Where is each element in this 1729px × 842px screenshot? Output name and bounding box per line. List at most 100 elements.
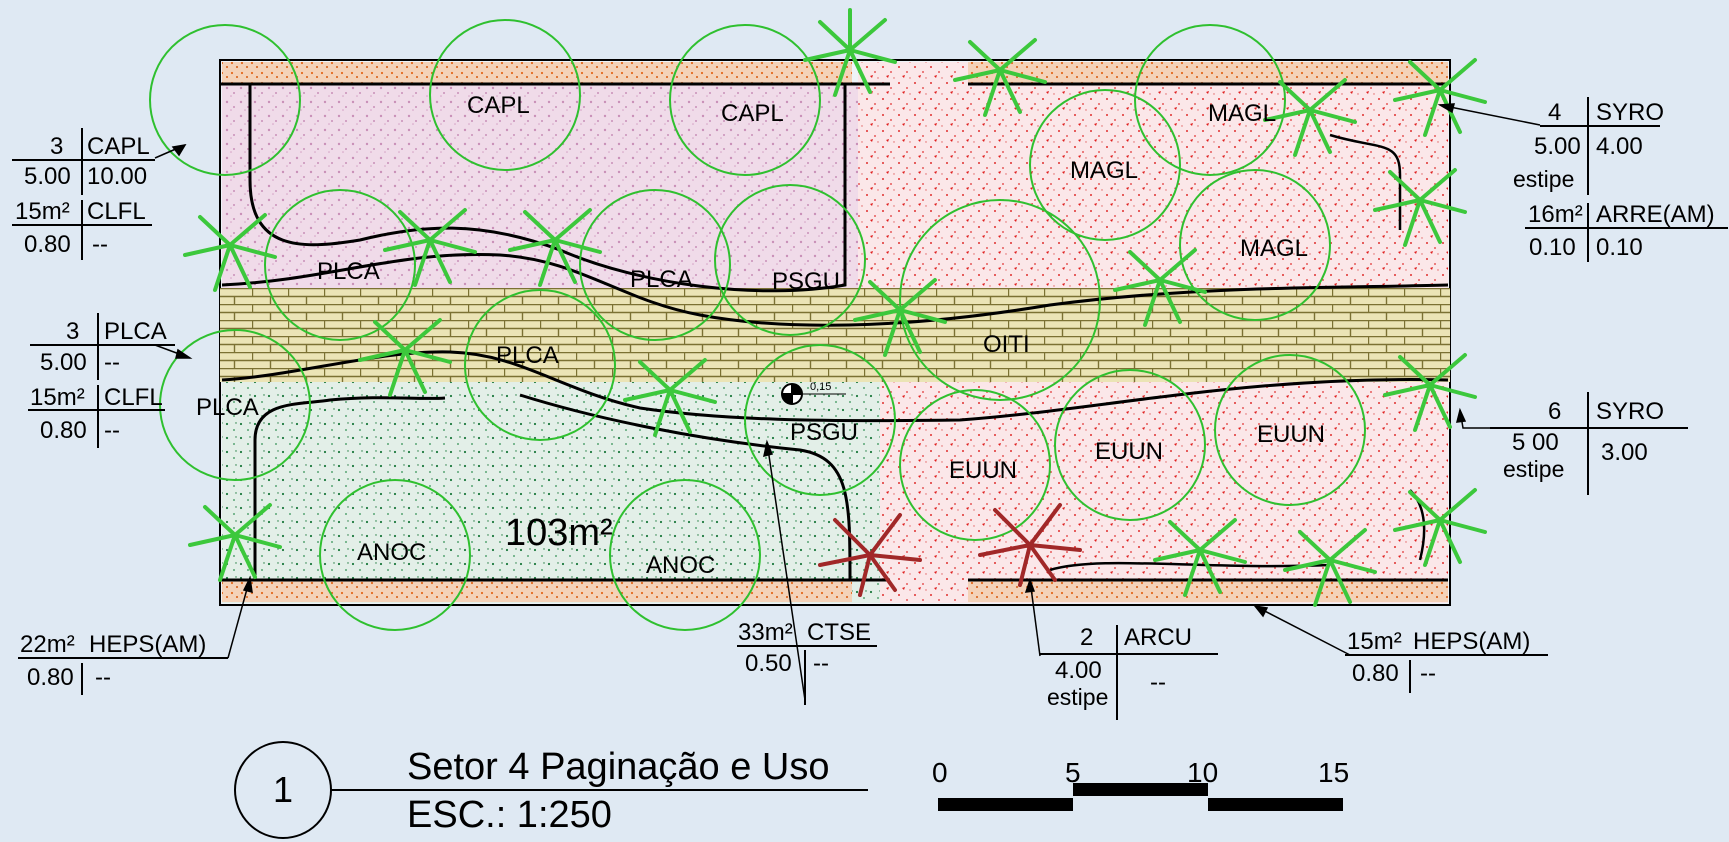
svg-text:--: -- (1420, 660, 1436, 687)
drawing-scale: ESC.: 1:250 (407, 794, 612, 836)
plant-label: MAGL (1240, 235, 1308, 262)
svg-text:5.00: 5.00 (40, 349, 87, 376)
svg-text:PLCA: PLCA (104, 318, 167, 345)
scale-bar: 0 5 10 15 (932, 757, 1349, 811)
plant-label: PSGU (790, 419, 858, 446)
plant-label: ANOC (646, 552, 715, 579)
plant-tag-arcu: 2 ARCU 4.00 estipe -- (1040, 624, 1218, 720)
svg-text:2: 2 (1080, 624, 1093, 651)
plant-tag-syro-right: 6 SYRO 5 00 estipe 3.00 (1490, 392, 1688, 495)
scale-tick-10: 10 (1187, 757, 1218, 788)
plant-label: PLCA (496, 342, 559, 369)
plant-label: EUUN (949, 457, 1017, 484)
plant-label: PLCA (630, 266, 693, 293)
ground-pink-area (222, 82, 858, 300)
svg-text:15m²: 15m² (1347, 628, 1402, 655)
svg-text:4: 4 (1548, 99, 1561, 126)
palm-symbols (183, 8, 1487, 607)
svg-text:0.50: 0.50 (745, 650, 792, 677)
svg-text:22m²: 22m² (20, 631, 75, 658)
svg-text:--: -- (92, 231, 108, 258)
svg-text:0.80: 0.80 (40, 417, 87, 444)
svg-text:5.00: 5.00 (24, 163, 71, 190)
svg-text:HEPS(AM): HEPS(AM) (1413, 628, 1530, 655)
svg-text:HEPS(AM): HEPS(AM) (89, 631, 206, 658)
plant-label: MAGL (1208, 100, 1276, 127)
svg-text:ARRE(AM): ARRE(AM) (1596, 201, 1715, 228)
svg-text:3.00: 3.00 (1601, 439, 1648, 466)
drawing-number: 1 (273, 769, 293, 810)
groundcover-tag-heps-right: 15m² HEPS(AM) 0.80 -- (1345, 628, 1548, 693)
svg-text:10.00: 10.00 (87, 163, 147, 190)
svg-text:6: 6 (1548, 398, 1561, 425)
plant-tag-plca: 3 PLCA 5.00 -- 15m² CLFL 0.80 -- (28, 313, 175, 448)
scale-tick-0: 0 (932, 757, 948, 788)
svg-text:estipe: estipe (1503, 456, 1564, 482)
paving-curve-bottom (221, 350, 1449, 423)
svg-text:--: -- (95, 664, 111, 691)
plant-label: CAPL (721, 100, 784, 127)
plant-label: PLCA (196, 394, 259, 421)
svg-text:0.80: 0.80 (1352, 660, 1399, 687)
plant-tag-capl: 3 CAPL 5.00 10.00 15m² CLFL 0.80 -- (12, 128, 155, 260)
svg-text:estipe: estipe (1513, 166, 1574, 192)
border-bottom-left (222, 580, 852, 602)
svg-text:CLFL: CLFL (104, 384, 163, 411)
tree-canopies (149, 19, 1366, 631)
drawing-title: Setor 4 Paginação e Uso (407, 746, 830, 788)
plant-label: CAPL (467, 92, 530, 119)
svg-text:5.00: 5.00 (1534, 133, 1581, 160)
svg-text:ARCU: ARCU (1124, 624, 1192, 651)
svg-text:4.00: 4.00 (1055, 657, 1102, 684)
groundcover-tag-ctse: 33m² CTSE 0.50 -- (737, 619, 877, 705)
svg-text:3: 3 (66, 318, 79, 345)
svg-text:CAPL: CAPL (87, 133, 150, 160)
plant-label: PSGU (772, 268, 840, 295)
bed-outline-bottom (253, 393, 852, 581)
scale-tick-15: 15 (1318, 757, 1349, 788)
plant-label: PLCA (317, 258, 380, 285)
level-value: 0,15 (810, 381, 831, 393)
plant-label: OITI (983, 331, 1030, 358)
ground-green-area (222, 375, 880, 603)
svg-text:0.10: 0.10 (1596, 234, 1643, 261)
svg-text:CLFL: CLFL (87, 198, 146, 225)
svg-text:15m²: 15m² (30, 384, 85, 411)
groundcover-tag-heps-left: 22m² HEPS(AM) 0.80 -- (18, 631, 228, 695)
plant-label: ANOC (357, 539, 426, 566)
svg-text:SYRO: SYRO (1596, 398, 1664, 425)
plant-label: EUUN (1095, 438, 1163, 465)
border-top-right (968, 62, 1448, 84)
svg-text:15m²: 15m² (15, 198, 70, 225)
svg-text:0.10: 0.10 (1529, 234, 1576, 261)
paving-curve-top (221, 252, 1449, 327)
plant-labels: CAPL CAPL MAGL MAGL MAGL PLCA PLCA PSGU … (196, 92, 1325, 579)
palm-red-symbols (818, 503, 1082, 597)
svg-text:estipe: estipe (1047, 684, 1108, 710)
bed-outline-top (248, 84, 847, 293)
scale-tick-5: 5 (1065, 757, 1081, 788)
plant-label: MAGL (1070, 157, 1138, 184)
svg-text:--: -- (104, 417, 120, 444)
leader-lines (154, 103, 1541, 701)
svg-text:0.80: 0.80 (24, 231, 71, 258)
svg-text:5 00: 5 00 (1512, 429, 1559, 456)
svg-text:--: -- (104, 349, 120, 376)
area-label: 103m² (505, 512, 613, 554)
svg-text:SYRO: SYRO (1596, 99, 1664, 126)
svg-text:3: 3 (50, 133, 63, 160)
plant-tag-syro-top: 4 SYRO 5.00 4.00 estipe 16m² ARRE(AM) 0.… (1513, 97, 1728, 262)
svg-text:4.00: 4.00 (1596, 133, 1643, 160)
level-marker: 0,15 (781, 381, 846, 405)
svg-text:0.80: 0.80 (27, 664, 74, 691)
title-block: 1 Setor 4 Paginação e Uso ESC.: 1:250 (234, 741, 868, 839)
svg-text:16m²: 16m² (1528, 201, 1583, 228)
border-bottom-right (968, 580, 1448, 602)
svg-text:--: -- (813, 650, 829, 677)
plant-label: EUUN (1257, 421, 1325, 448)
svg-text:--: -- (1150, 669, 1166, 696)
svg-text:33m²: 33m² (738, 619, 793, 646)
svg-text:CTSE: CTSE (807, 619, 871, 646)
border-top-left (222, 62, 852, 84)
